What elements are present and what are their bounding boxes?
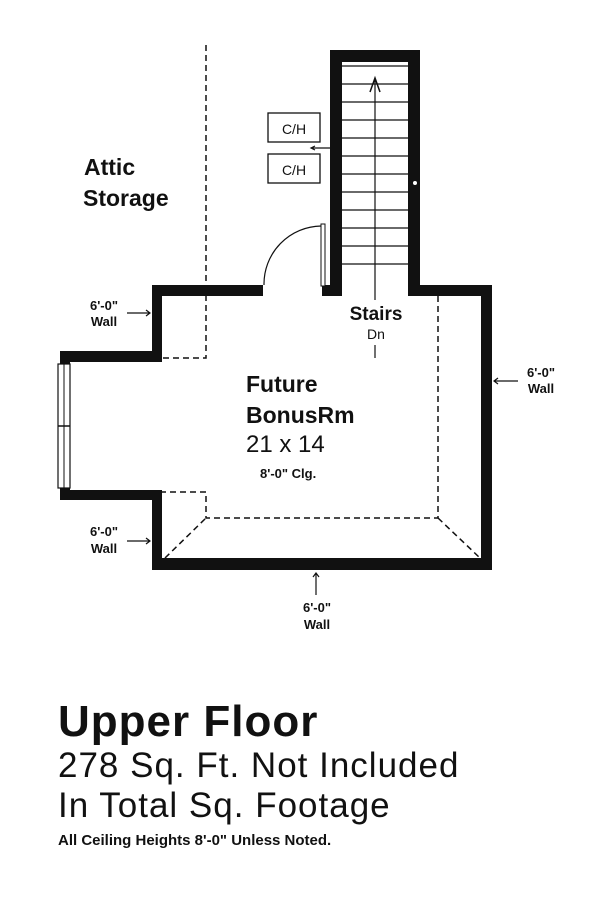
room-size: 21 x 14 [246,431,325,458]
floor-title: Upper Floor [58,697,319,746]
svg-text:6'-0": 6'-0" [527,365,555,380]
ch-unit-box [267,153,321,184]
wall-note-left-lower: 6'-0" Wall [90,524,151,556]
svg-text:Wall: Wall [91,541,117,556]
attic-boundary-line [160,45,207,359]
ceiling-slope-diagonal [164,517,481,559]
attic-label: Storage [83,185,169,211]
svg-text:6'-0": 6'-0" [90,298,118,313]
ch-label: C/H [282,162,306,178]
ceiling-slope-line [160,292,439,519]
svg-text:Wall: Wall [304,617,330,632]
ch-label: C/H [282,121,306,137]
plan-caption: Upper Floor 278 Sq. Ft. Not Included In … [58,698,459,852]
window [57,363,71,489]
svg-text:6'-0": 6'-0" [303,600,331,615]
stairs-direction: Dn [367,326,385,342]
svg-text:Wall: Wall [91,314,117,329]
walls [60,50,492,570]
area-note: In Total Sq. Footage [58,786,391,825]
door [263,223,326,287]
wall-note-bottom: 6'-0" Wall [303,572,331,632]
room-name: Future [246,371,318,397]
wall-note-right: 6'-0" Wall [493,365,555,396]
svg-text:Wall: Wall [528,381,554,396]
attic-label: Attic [84,154,135,180]
stairs-label: Stairs [350,304,403,325]
ceiling-note: All Ceiling Heights 8'-0" Unless Noted. [58,832,332,849]
ch-arrow-icon [309,145,330,151]
stairs [342,65,408,358]
room-name: BonusRm [246,402,355,428]
ch-unit-box [267,112,321,143]
wall-note-left-upper: 6'-0" Wall [90,298,151,329]
room-ceiling: 8'-0" Clg. [260,466,316,481]
svg-text:6'-0": 6'-0" [90,524,118,539]
stair-door-knob [413,181,417,185]
area-note: 278 Sq. Ft. Not Included [58,746,460,785]
